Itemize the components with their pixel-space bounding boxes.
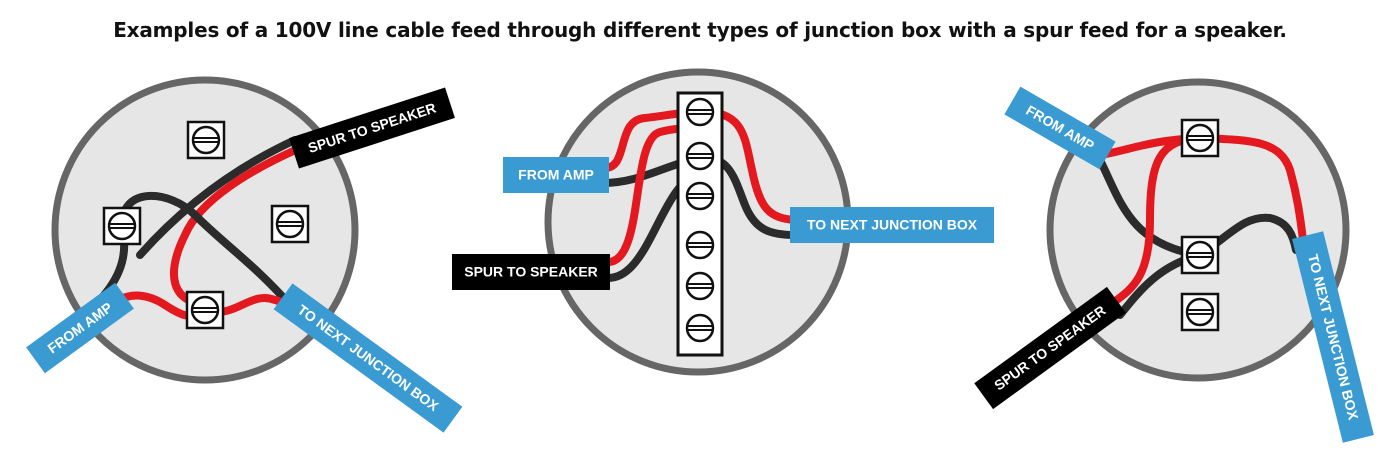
from-amp-text-2: FROM AMP: [518, 167, 594, 183]
to-next-box-label-1: TO NEXT JUNCTION BOX: [273, 283, 463, 433]
to-next-box-text-2: TO NEXT JUNCTION BOX: [807, 217, 978, 233]
to-next-box-text-1: TO NEXT JUNCTION BOX: [295, 301, 443, 414]
spur-to-speaker-text-2: SPUR TO SPEAKER: [464, 264, 598, 280]
page-title: Examples of a 100V line cable feed throu…: [113, 18, 1287, 42]
strip-terminal-4: [685, 230, 715, 260]
diagram-2: FROM AMP SPUR TO SPEAKER TO NEXT JUNCTIO…: [452, 68, 994, 376]
strip-terminal-3: [685, 181, 715, 211]
live-wire-next-3: [1196, 134, 1307, 244]
live-wire-next-2: [696, 107, 799, 224]
neutral-wire-through: [117, 192, 294, 309]
terminal-top-3: [1180, 118, 1220, 158]
terminal-middle-3: [1180, 235, 1220, 275]
live-wire-spur: [170, 144, 304, 309]
strip-terminal-6: [685, 313, 715, 343]
strip-terminal-2: [685, 141, 715, 171]
strip-terminal-1: [685, 97, 715, 127]
terminal-bottom-3: [1180, 292, 1220, 332]
terminal-left: [102, 206, 142, 246]
terminal-bottom: [185, 290, 225, 330]
spur-to-speaker-label-2: SPUR TO SPEAKER: [452, 254, 610, 290]
to-next-box-label-2: TO NEXT JUNCTION BOX: [790, 207, 994, 243]
terminal-strip: [676, 91, 724, 357]
terminal-right: [270, 204, 310, 244]
spur-to-speaker-text-3: SPUR TO SPEAKER: [991, 302, 1108, 393]
diagram-3: FROM AMP SPUR TO SPEAKER TO NEXT JUNCTIO…: [974, 78, 1374, 443]
neutral-wire-next-3: [1196, 213, 1300, 259]
terminal-top: [186, 120, 226, 160]
from-amp-label-2: FROM AMP: [503, 157, 609, 193]
live-wire-spur-3: [1106, 134, 1204, 309]
strip-terminal-5: [685, 271, 715, 301]
neutral-wire-spur: [136, 136, 299, 259]
diagram-1: SPUR TO SPEAKER FROM AMP TO NEXT JUNCTIO…: [26, 76, 463, 433]
neutral-wire-amp-3: [1096, 156, 1204, 259]
